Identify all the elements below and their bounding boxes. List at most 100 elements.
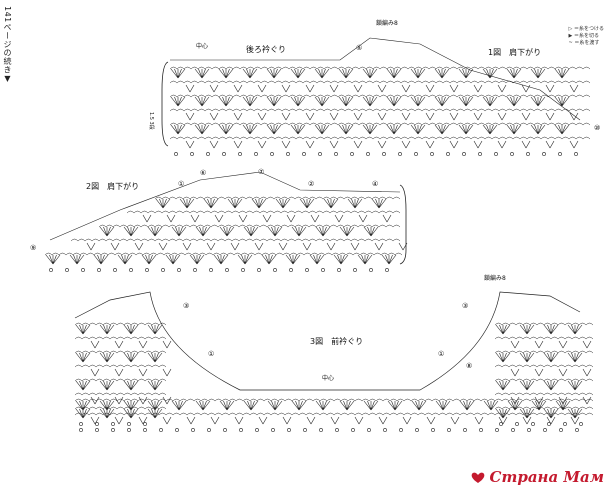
fan-stitch bbox=[519, 324, 535, 335]
picot bbox=[353, 268, 357, 272]
fan-stitch bbox=[482, 96, 498, 107]
picot bbox=[193, 268, 197, 272]
picot bbox=[463, 428, 467, 432]
fan-stitch bbox=[315, 226, 331, 237]
fan-stitch bbox=[155, 198, 171, 209]
legend-row-carry: ~ ＝糸を渡す bbox=[568, 40, 600, 46]
v-stitch bbox=[510, 368, 520, 377]
fan-stitch bbox=[567, 408, 583, 419]
fan-stitch bbox=[309, 254, 325, 265]
v-stitch bbox=[521, 140, 531, 149]
v-stitch bbox=[449, 112, 459, 121]
fan-stitch bbox=[170, 96, 186, 107]
v-stitch bbox=[497, 112, 507, 121]
picot bbox=[65, 268, 69, 272]
fan-stitch bbox=[75, 400, 91, 411]
v-stitch bbox=[545, 84, 555, 93]
picot bbox=[398, 152, 402, 156]
picot bbox=[209, 268, 213, 272]
v-stitch bbox=[449, 140, 459, 149]
picot bbox=[95, 422, 99, 426]
fan-stitch bbox=[381, 254, 397, 265]
picot bbox=[526, 152, 530, 156]
picot bbox=[335, 428, 339, 432]
v-stitch bbox=[257, 112, 267, 121]
v-stitch bbox=[182, 242, 192, 251]
v-stitch bbox=[114, 368, 124, 377]
picot bbox=[303, 428, 307, 432]
v-stitch bbox=[258, 416, 268, 425]
picot bbox=[563, 422, 567, 426]
picot bbox=[447, 428, 451, 432]
figure-3-center-label: 中心 bbox=[322, 374, 334, 382]
fan-stitch bbox=[347, 198, 363, 209]
v-stitch bbox=[534, 340, 544, 349]
picot bbox=[366, 152, 370, 156]
picot bbox=[129, 268, 133, 272]
chain-arcs bbox=[74, 398, 594, 402]
fan-stitch bbox=[266, 124, 282, 135]
fan-stitch bbox=[147, 400, 163, 411]
chain-arcs bbox=[74, 364, 167, 368]
v-stitch bbox=[569, 140, 579, 149]
v-stitch bbox=[230, 242, 240, 251]
fan-stitch bbox=[338, 68, 354, 79]
picot bbox=[79, 422, 83, 426]
picot bbox=[499, 422, 503, 426]
v-stitch bbox=[90, 396, 100, 405]
v-stitch bbox=[281, 84, 291, 93]
v-stitch bbox=[401, 140, 411, 149]
v-stitch bbox=[353, 84, 363, 93]
circled-1-fig3-left: ① bbox=[208, 350, 214, 358]
fan-stitch bbox=[213, 254, 229, 265]
fan-stitch bbox=[69, 254, 85, 265]
picot bbox=[161, 268, 165, 272]
picot bbox=[127, 422, 131, 426]
v-stitch bbox=[209, 140, 219, 149]
fan-stitch bbox=[362, 124, 378, 135]
fan-stitch bbox=[285, 254, 301, 265]
legend-row-join: ▷ ＝糸をつける bbox=[568, 26, 604, 32]
fan-stitch bbox=[267, 226, 283, 237]
v-stitch bbox=[497, 84, 507, 93]
fan-stitch bbox=[495, 324, 511, 335]
v-stitch bbox=[450, 416, 460, 425]
fan-stitch bbox=[117, 254, 133, 265]
fan-stitch bbox=[194, 124, 210, 135]
picot bbox=[334, 152, 338, 156]
chain-arcs bbox=[126, 210, 401, 214]
fan-stitch bbox=[99, 380, 115, 391]
fan-stitch bbox=[171, 400, 187, 411]
chain-arcs bbox=[494, 350, 594, 354]
fan-stitch bbox=[243, 226, 259, 237]
stitch-legend: ▷ ＝糸をつける ▶ ＝糸を切る ~ ＝糸を渡す bbox=[569, 26, 604, 47]
picot bbox=[206, 152, 210, 156]
v-stitch bbox=[474, 416, 484, 425]
fan-stitch bbox=[363, 226, 379, 237]
fan-stitch bbox=[567, 380, 583, 391]
fan-stitch bbox=[410, 124, 426, 135]
figure-1-chain-label: 鎖編み8 bbox=[376, 19, 398, 27]
legend-row-cut: ▶ ＝糸を切る bbox=[568, 33, 599, 39]
picot bbox=[127, 428, 131, 432]
picot bbox=[257, 268, 261, 272]
picot bbox=[543, 428, 547, 432]
chain-arcs bbox=[74, 406, 167, 410]
v-stitch bbox=[326, 242, 336, 251]
fan-stitch bbox=[339, 226, 355, 237]
picot bbox=[383, 428, 387, 432]
picot bbox=[515, 422, 519, 426]
v-stitch bbox=[185, 140, 195, 149]
v-stitch bbox=[569, 84, 579, 93]
picot bbox=[399, 428, 403, 432]
v-stitch bbox=[350, 242, 360, 251]
v-stitch bbox=[582, 340, 592, 349]
picot bbox=[79, 428, 83, 432]
v-stitch bbox=[401, 112, 411, 121]
picot bbox=[511, 428, 515, 432]
v-stitch bbox=[90, 416, 100, 425]
v-stitch bbox=[209, 112, 219, 121]
picot bbox=[145, 268, 149, 272]
circled-5-fig1: ⑤ bbox=[356, 44, 362, 52]
v-stitch bbox=[377, 140, 387, 149]
